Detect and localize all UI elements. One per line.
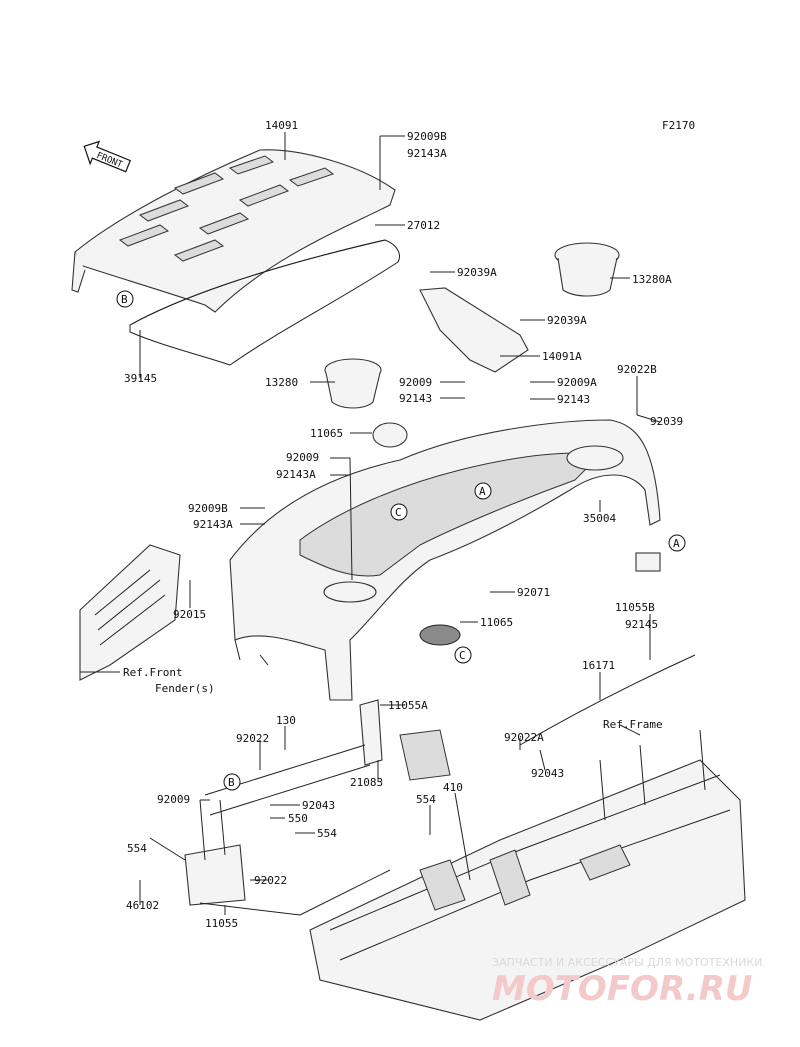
label-554-3: 554: [127, 842, 147, 855]
bracket-ref-a: [635, 552, 661, 572]
label-39145: 39145: [124, 372, 157, 385]
label-92009B: 92009B: [407, 130, 447, 143]
label-554-2: 554: [317, 827, 337, 840]
cable-16171: [519, 654, 696, 746]
label-46102: 46102: [126, 899, 159, 912]
label-92143A: 92143A: [407, 147, 447, 160]
label-92009B-2: 92009B: [188, 502, 228, 515]
label-554: 554: [416, 793, 436, 806]
label-11065-2: 11065: [480, 616, 513, 629]
label-92039A-2: 92039A: [547, 314, 587, 327]
label-92143A-3: 92143A: [193, 518, 233, 531]
svg-text:A: A: [479, 485, 486, 498]
label-92143-2: 92143: [557, 393, 590, 406]
label-92143: 92143: [399, 392, 432, 405]
svg-text:A: A: [673, 537, 680, 550]
label-92022-2: 92022: [254, 874, 287, 887]
bracket-21083: [399, 729, 451, 781]
label-13280A: 13280A: [632, 273, 672, 286]
label-14091A: 14091A: [542, 350, 582, 363]
callout-a-fender: A: [474, 482, 492, 500]
label-ref-front: Ref.Front: [123, 666, 183, 679]
label-92009: 92009: [399, 376, 432, 389]
part-labels: 14091 92009B 92143A 27012 92039A 13280A …: [123, 119, 683, 930]
bracket-14091A: [419, 287, 529, 373]
label-92022: 92022: [236, 732, 269, 745]
bracket-11055A: [359, 699, 383, 766]
figure-code: F2170: [662, 119, 695, 132]
label-13280: 13280: [265, 376, 298, 389]
frame-assembly: [309, 729, 746, 1021]
label-11055A: 11055A: [388, 699, 428, 712]
front-arrow-icon: FRONT: [83, 140, 132, 173]
label-410: 410: [443, 781, 463, 794]
label-ref-frame: Ref.Frame: [603, 718, 663, 731]
svg-text:B: B: [228, 776, 235, 789]
label-92022B: 92022B: [617, 363, 657, 376]
label-92039A: 92039A: [457, 266, 497, 279]
roof-panel-14091: [71, 149, 396, 313]
label-92043: 92043: [531, 767, 564, 780]
label-92145: 92145: [625, 618, 658, 631]
label-92009-2: 92009: [286, 451, 319, 464]
label-21083: 21083: [350, 776, 383, 789]
callout-c-fender: C: [390, 503, 408, 521]
label-14091: 14091: [265, 119, 298, 132]
callout-c-cap: C: [454, 646, 472, 664]
callout-a-bracket: A: [668, 534, 686, 552]
label-92009A: 92009A: [557, 376, 597, 389]
cup-holder-13280A: [554, 242, 620, 297]
label-130: 130: [276, 714, 296, 727]
label-92022A: 92022A: [504, 731, 544, 744]
front-fender-panel: [79, 544, 181, 681]
label-11065: 11065: [310, 427, 343, 440]
cap-11065: [372, 422, 408, 448]
bracket-11055: [184, 844, 246, 906]
label-92043-2: 92043: [302, 799, 335, 812]
cup-holder-13280: [324, 358, 382, 409]
label-11055: 11055: [205, 917, 238, 930]
svg-text:C: C: [459, 649, 466, 662]
label-92039: 92039: [650, 415, 683, 428]
leader-lines: [80, 132, 661, 916]
svg-text:C: C: [395, 506, 402, 519]
rear-fender-35004: [229, 419, 661, 701]
label-92009-3: 92009: [157, 793, 190, 806]
callout-b-top: B: [116, 290, 134, 308]
label-92071: 92071: [517, 586, 550, 599]
label-35004: 35004: [583, 512, 616, 525]
label-92015: 92015: [173, 608, 206, 621]
label-11055B: 11055B: [615, 601, 655, 614]
cap-11065-lower: [419, 624, 461, 646]
label-550: 550: [288, 812, 308, 825]
callout-b-lower: B: [223, 773, 241, 791]
svg-text:B: B: [121, 293, 128, 306]
label-fenders: Fender(s): [155, 682, 215, 695]
watermark-tagline: ЗАПЧАСТИ И АКСЕССУАРЫ ДЛЯ МОТОТЕХНИКИ: [492, 956, 762, 969]
label-16171: 16171: [582, 659, 615, 672]
watermark-logo: MOTOFOR.RU: [492, 969, 752, 1009]
label-27012: 27012: [407, 219, 440, 232]
label-92143A-2: 92143A: [276, 468, 316, 481]
